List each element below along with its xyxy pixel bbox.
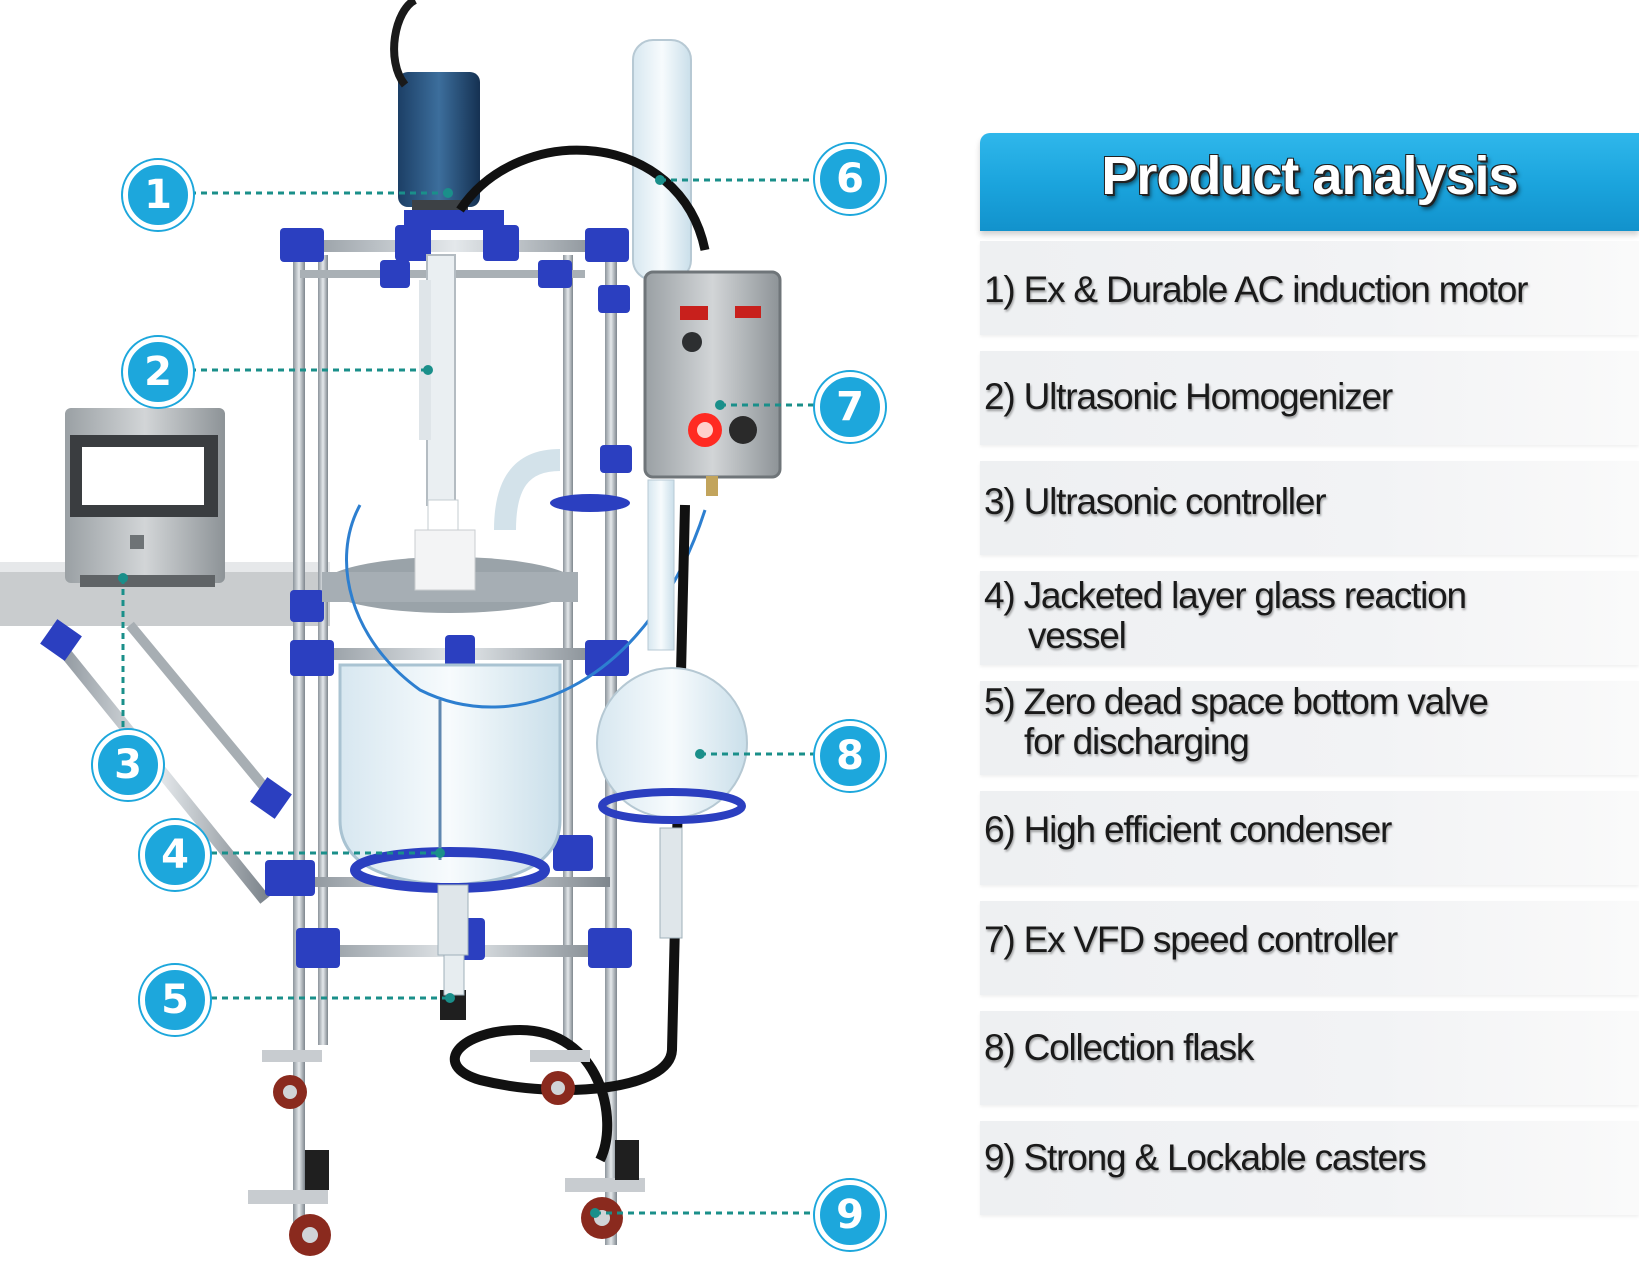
list-item-label: 5) Zero dead space bottom valve [984, 681, 1489, 722]
ac-induction-motor [390, 0, 504, 230]
list-item-label-continued: for discharging [1024, 721, 1250, 762]
list-item-label: 2) Ultrasonic Homogenizer [984, 376, 1393, 417]
callout-leader-lines [121, 178, 815, 1215]
list-item-label-continued: vessel [1028, 615, 1127, 656]
callout-4: 4 [140, 820, 210, 890]
list-item-casters: 9) Strong & Lockable casters [980, 1121, 1639, 1215]
panel-title: Product analysis [1101, 146, 1518, 206]
ultrasonic-controller-unit [65, 408, 225, 587]
list-item-label: 1) Ex & Durable AC induction motor [984, 269, 1528, 310]
list-item-label: 8) Collection flask [984, 1027, 1254, 1068]
callout-8: 8 [815, 721, 885, 791]
callout-anchor-dots [118, 175, 725, 1218]
vfd-control-box [643, 270, 782, 496]
callout-1: 1 [123, 160, 193, 230]
list-item-motor: 1) Ex & Durable AC induction motor [980, 241, 1639, 335]
list-item-label: 9) Strong & Lockable casters [984, 1137, 1427, 1178]
glass-reaction-vessel [322, 504, 707, 893]
callout-9: 9 [815, 1180, 885, 1250]
list-item-label: 6) High efficient condenser [984, 809, 1392, 850]
list-item-reaction-vessel: 4) Jacketed layer glass reaction vessel [980, 571, 1639, 665]
condenser [494, 39, 692, 651]
list-item-label: 4) Jacketed layer glass reaction [984, 575, 1467, 616]
list-item-bottom-valve: 5) Zero dead space bottom valve for disc… [980, 681, 1639, 775]
list-item-homogenizer: 2) Ultrasonic Homogenizer [980, 351, 1639, 445]
product-analysis-panel: Product analysis 1) Ex & Durable AC indu… [980, 133, 1639, 1233]
list-item-label: 7) Ex VFD speed controller [984, 919, 1398, 960]
list-item-label: 3) Ultrasonic controller [984, 481, 1327, 522]
panel-header: Product analysis [980, 133, 1639, 231]
list-item-collection-flask: 8) Collection flask [980, 1011, 1639, 1105]
hose [449, 145, 710, 1163]
collection-flask [596, 667, 748, 939]
casters [248, 1050, 645, 1256]
callout-6: 6 [815, 144, 885, 214]
list-item-ultrasonic-controller: 3) Ultrasonic controller [980, 461, 1639, 555]
list-item-condenser: 6) High efficient condenser [980, 791, 1639, 885]
bottom-discharge-valve [437, 884, 469, 1020]
callout-7: 7 [815, 372, 885, 442]
callout-2: 2 [123, 337, 193, 407]
list-item-vfd-controller: 7) Ex VFD speed controller [980, 901, 1639, 995]
ultrasonic-homogenizer [419, 254, 459, 531]
reactor-illustration [0, 0, 815, 1256]
callout-3: 3 [93, 730, 163, 800]
callout-5: 5 [140, 965, 210, 1035]
